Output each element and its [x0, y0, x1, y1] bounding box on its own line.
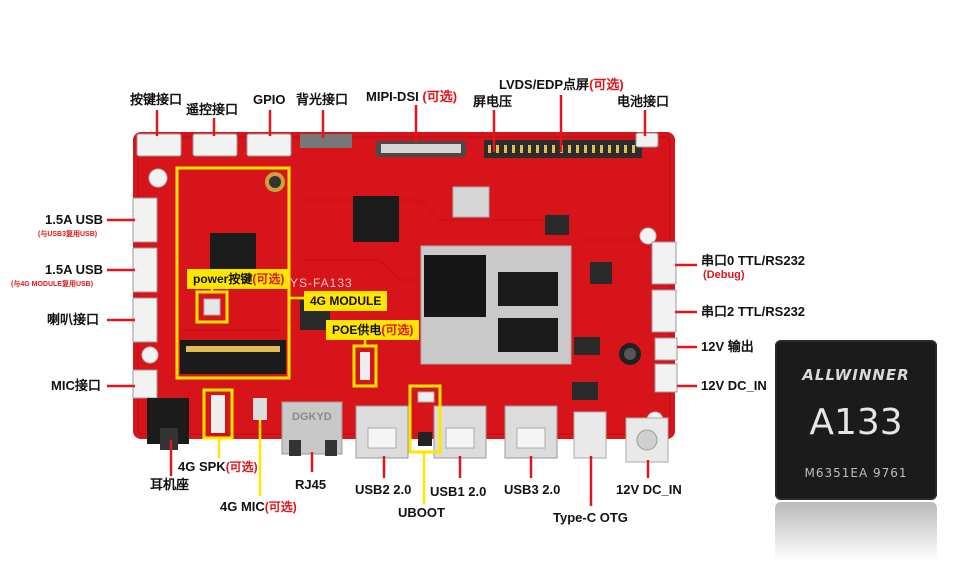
- label-12v-out: 12V 输出: [701, 339, 754, 354]
- ic-small: [353, 196, 399, 242]
- label-mipi-dsi: MIPI-DSI (可选): [366, 90, 457, 104]
- label-screen-voltage: 屏电压: [473, 94, 513, 109]
- ram-2: [498, 318, 558, 352]
- power-button-text: power按键: [193, 272, 253, 286]
- label-power-button: power按键(可选): [187, 269, 291, 289]
- label-rj45: RJ45: [295, 477, 327, 492]
- 4g-spk-optional: (可选): [225, 460, 258, 474]
- 4g-mic-optional: (可选): [264, 500, 297, 514]
- label-headphone: 耳机座: [150, 477, 190, 492]
- backlight-connector: [300, 134, 352, 148]
- label-debug: (Debug): [703, 269, 745, 281]
- yellow-callout-lines: [210, 286, 426, 504]
- label-backlight-port: 背光接口: [296, 92, 349, 107]
- poe-optional: (可选): [381, 323, 414, 337]
- mini-pcie-slot: [180, 340, 286, 374]
- label-4g-spk: 4G SPK(可选): [178, 459, 258, 475]
- label-button-port: 按键接口: [130, 92, 183, 107]
- mipi-dsi-text: MIPI-DSI: [366, 89, 419, 104]
- label-usb-1a5-b-note: (与4G MODULE复用USB): [11, 281, 94, 288]
- ram-1: [498, 272, 558, 306]
- soc-chip: [424, 255, 486, 317]
- label-typec: Type-C OTG: [553, 510, 628, 525]
- label-4g-mic: 4G MIC(可选): [220, 499, 297, 515]
- label-usb1: USB1 2.0: [430, 484, 487, 499]
- a133-chip: ALLWINNER A133 M6351EA 9761: [775, 340, 937, 500]
- label-12v-dcin-bottom: 12V DC_IN: [616, 482, 682, 497]
- label-usb2: USB2 2.0: [355, 482, 412, 497]
- callout-lines: [107, 95, 697, 506]
- battery-connector: [635, 132, 659, 148]
- label-uart2: 串口2 TTL/RS232: [701, 304, 806, 319]
- mipi-optional: (可选): [422, 89, 458, 104]
- label-gpio: GPIO: [253, 92, 286, 107]
- label-lvds-edp: LVDS/EDP点屏(可选): [499, 78, 624, 92]
- label-uart0: 串口0 TTL/RS232: [701, 253, 806, 268]
- 4g-spk-text: 4G SPK: [178, 459, 226, 474]
- button-connector: [136, 133, 182, 157]
- label-12v-dcin-right: 12V DC_IN: [701, 378, 767, 393]
- board-silkscreen: YS-FA133: [290, 276, 353, 290]
- remote-connector: [192, 133, 238, 157]
- chip-model: A133: [809, 402, 903, 443]
- label-usb-1a5-b: 1.5A USB: [45, 262, 104, 277]
- label-battery-port: 电池接口: [617, 94, 670, 109]
- label-usb3: USB3 2.0: [504, 482, 561, 497]
- power-optional: (可选): [252, 272, 285, 286]
- label-uboot: UBOOT: [398, 505, 445, 520]
- lvds-optional: (可选): [589, 77, 624, 92]
- label-speaker-port: 喇叭接口: [47, 312, 100, 327]
- chip-reflection: [775, 502, 937, 562]
- rj45-silkscreen: DGKYD: [292, 411, 332, 423]
- lvds-edp-text: LVDS/EDP点屏: [499, 77, 590, 92]
- chip-code: M6351EA 9761: [804, 466, 908, 480]
- 4g-mic-text: 4G MIC: [220, 499, 265, 514]
- label-4g-module: 4G MODULE: [304, 291, 388, 311]
- a133-chip-image: ALLWINNER A133 M6351EA 9761: [775, 340, 937, 570]
- label-usb-1a5-a-note: (与USB3复用USB): [38, 231, 98, 238]
- label-remote-port: 遥控接口: [186, 102, 239, 117]
- label-mic-port: MIC接口: [51, 378, 101, 393]
- poe-text: POE供电: [332, 323, 382, 337]
- typec-port: [573, 411, 607, 459]
- chip-brand: ALLWINNER: [802, 366, 910, 384]
- label-poe: POE供电(可选): [326, 320, 420, 340]
- label-usb-1a5-a: 1.5A USB: [45, 212, 104, 227]
- gpio-connector: [246, 133, 292, 157]
